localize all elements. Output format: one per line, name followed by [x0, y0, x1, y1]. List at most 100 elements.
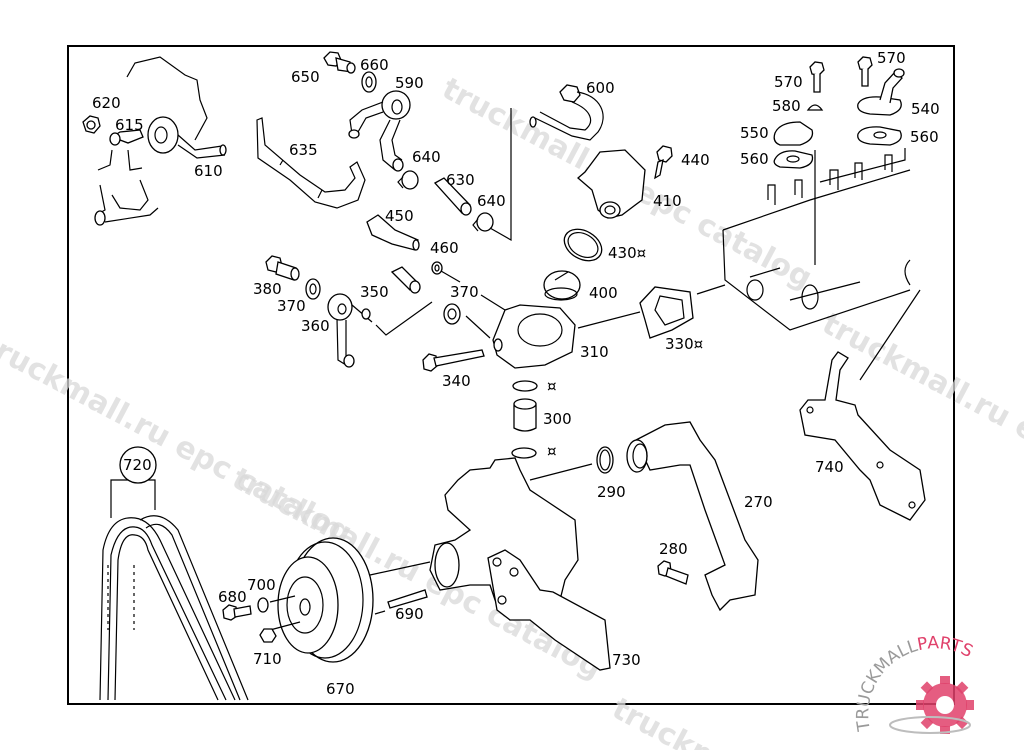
part-570-bolt-b: [857, 56, 873, 87]
truckmallparts-logo: TRUCKMALLPARTS: [853, 633, 976, 734]
leader-line: [369, 561, 431, 615]
part-670-pulley: [277, 537, 374, 663]
part-680-bolt: [222, 604, 252, 621]
callout-720[interactable]: 720: [123, 456, 152, 474]
callout-380[interactable]: 380: [253, 280, 282, 298]
part-380-banjo-bolt: [265, 255, 300, 281]
callout-440[interactable]: 440: [681, 151, 710, 169]
part-720-belt: [99, 446, 249, 701]
watermarks: truckmall.ru epc catalog truckmall.ru ep…: [0, 71, 1024, 750]
leader-line: [696, 284, 726, 295]
part-630-hose: [433, 177, 472, 216]
callout-730[interactable]: 730: [612, 651, 641, 669]
callout-590[interactable]: 590: [395, 74, 424, 92]
callout-340[interactable]: 340: [442, 372, 471, 390]
callout-360[interactable]: 360: [301, 317, 330, 335]
callout-670[interactable]: 670: [326, 680, 355, 698]
part-550-cover: [773, 121, 814, 146]
part-350-fitting: [390, 266, 421, 294]
callout-labels: 620 615 610 650 660 590 635 640 630 640 …: [92, 49, 940, 698]
part-330-gasket: [639, 286, 694, 339]
part-740-bracket: [799, 351, 926, 521]
callout-280[interactable]: 280: [659, 540, 688, 558]
callout-310[interactable]: 310: [580, 343, 609, 361]
leader-line: [529, 463, 593, 481]
callout-640-b[interactable]: 640: [477, 192, 506, 210]
callout-550[interactable]: 550: [740, 124, 769, 142]
callout-300[interactable]: 300: [543, 410, 572, 428]
callout-640-a[interactable]: 640: [412, 148, 441, 166]
callout-570-b[interactable]: 570: [877, 49, 906, 67]
callout-370-b[interactable]: 370: [450, 283, 479, 301]
leader-line: [375, 301, 433, 336]
callout-570-a[interactable]: 570: [774, 73, 803, 91]
part-590-banjo-pipe: [348, 90, 411, 172]
callout-560-b[interactable]: 560: [910, 128, 939, 146]
callout-615[interactable]: 615: [115, 116, 144, 134]
part-615-fitting: [109, 129, 144, 146]
callout-400[interactable]: 400: [589, 284, 618, 302]
part-560-gasket-b: [857, 126, 902, 146]
callout-350[interactable]: 350: [360, 283, 389, 301]
leader-line: [269, 595, 301, 631]
callout-650[interactable]: 650: [291, 68, 320, 86]
part-cylinder-head: [722, 148, 921, 381]
part-640-clamp-a: [397, 170, 419, 190]
callout-seal-upper[interactable]: ¤: [547, 377, 557, 395]
callout-330[interactable]: 330¤: [665, 335, 703, 353]
part-600-pipe: [529, 84, 604, 141]
leader-line: [577, 311, 641, 329]
part-570-bolt-a: [809, 61, 825, 93]
callout-635[interactable]: 635: [289, 141, 318, 159]
callout-620[interactable]: 620: [92, 94, 121, 112]
callout-690[interactable]: 690: [395, 605, 424, 623]
callout-630[interactable]: 630: [446, 171, 475, 189]
callout-600[interactable]: 600: [586, 79, 615, 97]
callout-430[interactable]: 430¤: [608, 244, 646, 262]
callout-370-a[interactable]: 370: [277, 297, 306, 315]
part-280-bolt: [657, 560, 689, 585]
part-620-nut: [82, 115, 101, 134]
part-690-stud: [387, 589, 428, 609]
callout-410[interactable]: 410: [653, 192, 682, 210]
callout-540[interactable]: 540: [911, 100, 940, 118]
part-290-o-ring: [596, 446, 614, 474]
part-730-bracket: [487, 549, 611, 671]
part-430-seal-ring: [563, 228, 603, 262]
logo-text-parts: PARTS: [916, 633, 976, 662]
part-270-pipe: [626, 421, 759, 612]
engine-outline-left: [94, 56, 208, 226]
callout-740[interactable]: 740: [815, 458, 844, 476]
part-650-banjo-bolt: [323, 51, 356, 74]
callout-580[interactable]: 580: [772, 97, 801, 115]
part-seal-ring-lower: [511, 447, 537, 459]
callout-seal-lower[interactable]: ¤: [547, 442, 557, 460]
part-580-washer: [806, 104, 824, 111]
part-540-elbow-flange: [857, 68, 905, 116]
callout-270[interactable]: 270: [744, 493, 773, 511]
part-460-washer: [431, 261, 443, 275]
callout-710[interactable]: 710: [253, 650, 282, 668]
callout-290[interactable]: 290: [597, 483, 626, 501]
part-560-gasket-a: [773, 150, 814, 169]
part-360-banjo-pipe: [327, 293, 373, 368]
callout-610[interactable]: 610: [194, 162, 223, 180]
leader-line: [489, 108, 512, 242]
part-310-housing: [492, 304, 576, 369]
part-710-nut: [259, 628, 277, 643]
callout-680[interactable]: 680: [218, 588, 247, 606]
part-300-sleeve: [513, 398, 537, 432]
part-410-thermostat-cover: [577, 149, 646, 219]
callout-460[interactable]: 460: [430, 239, 459, 257]
part-water-pump: [429, 457, 579, 621]
part-440-bolt: [654, 145, 673, 180]
callout-450[interactable]: 450: [385, 207, 414, 225]
diagram-frame: [67, 45, 955, 705]
callout-660[interactable]: 660: [360, 56, 389, 74]
part-610-banjo-pipe: [147, 116, 227, 159]
callout-560-a[interactable]: 560: [740, 150, 769, 168]
part-seal-ring-upper: [512, 380, 538, 392]
callout-700[interactable]: 700: [247, 576, 276, 594]
